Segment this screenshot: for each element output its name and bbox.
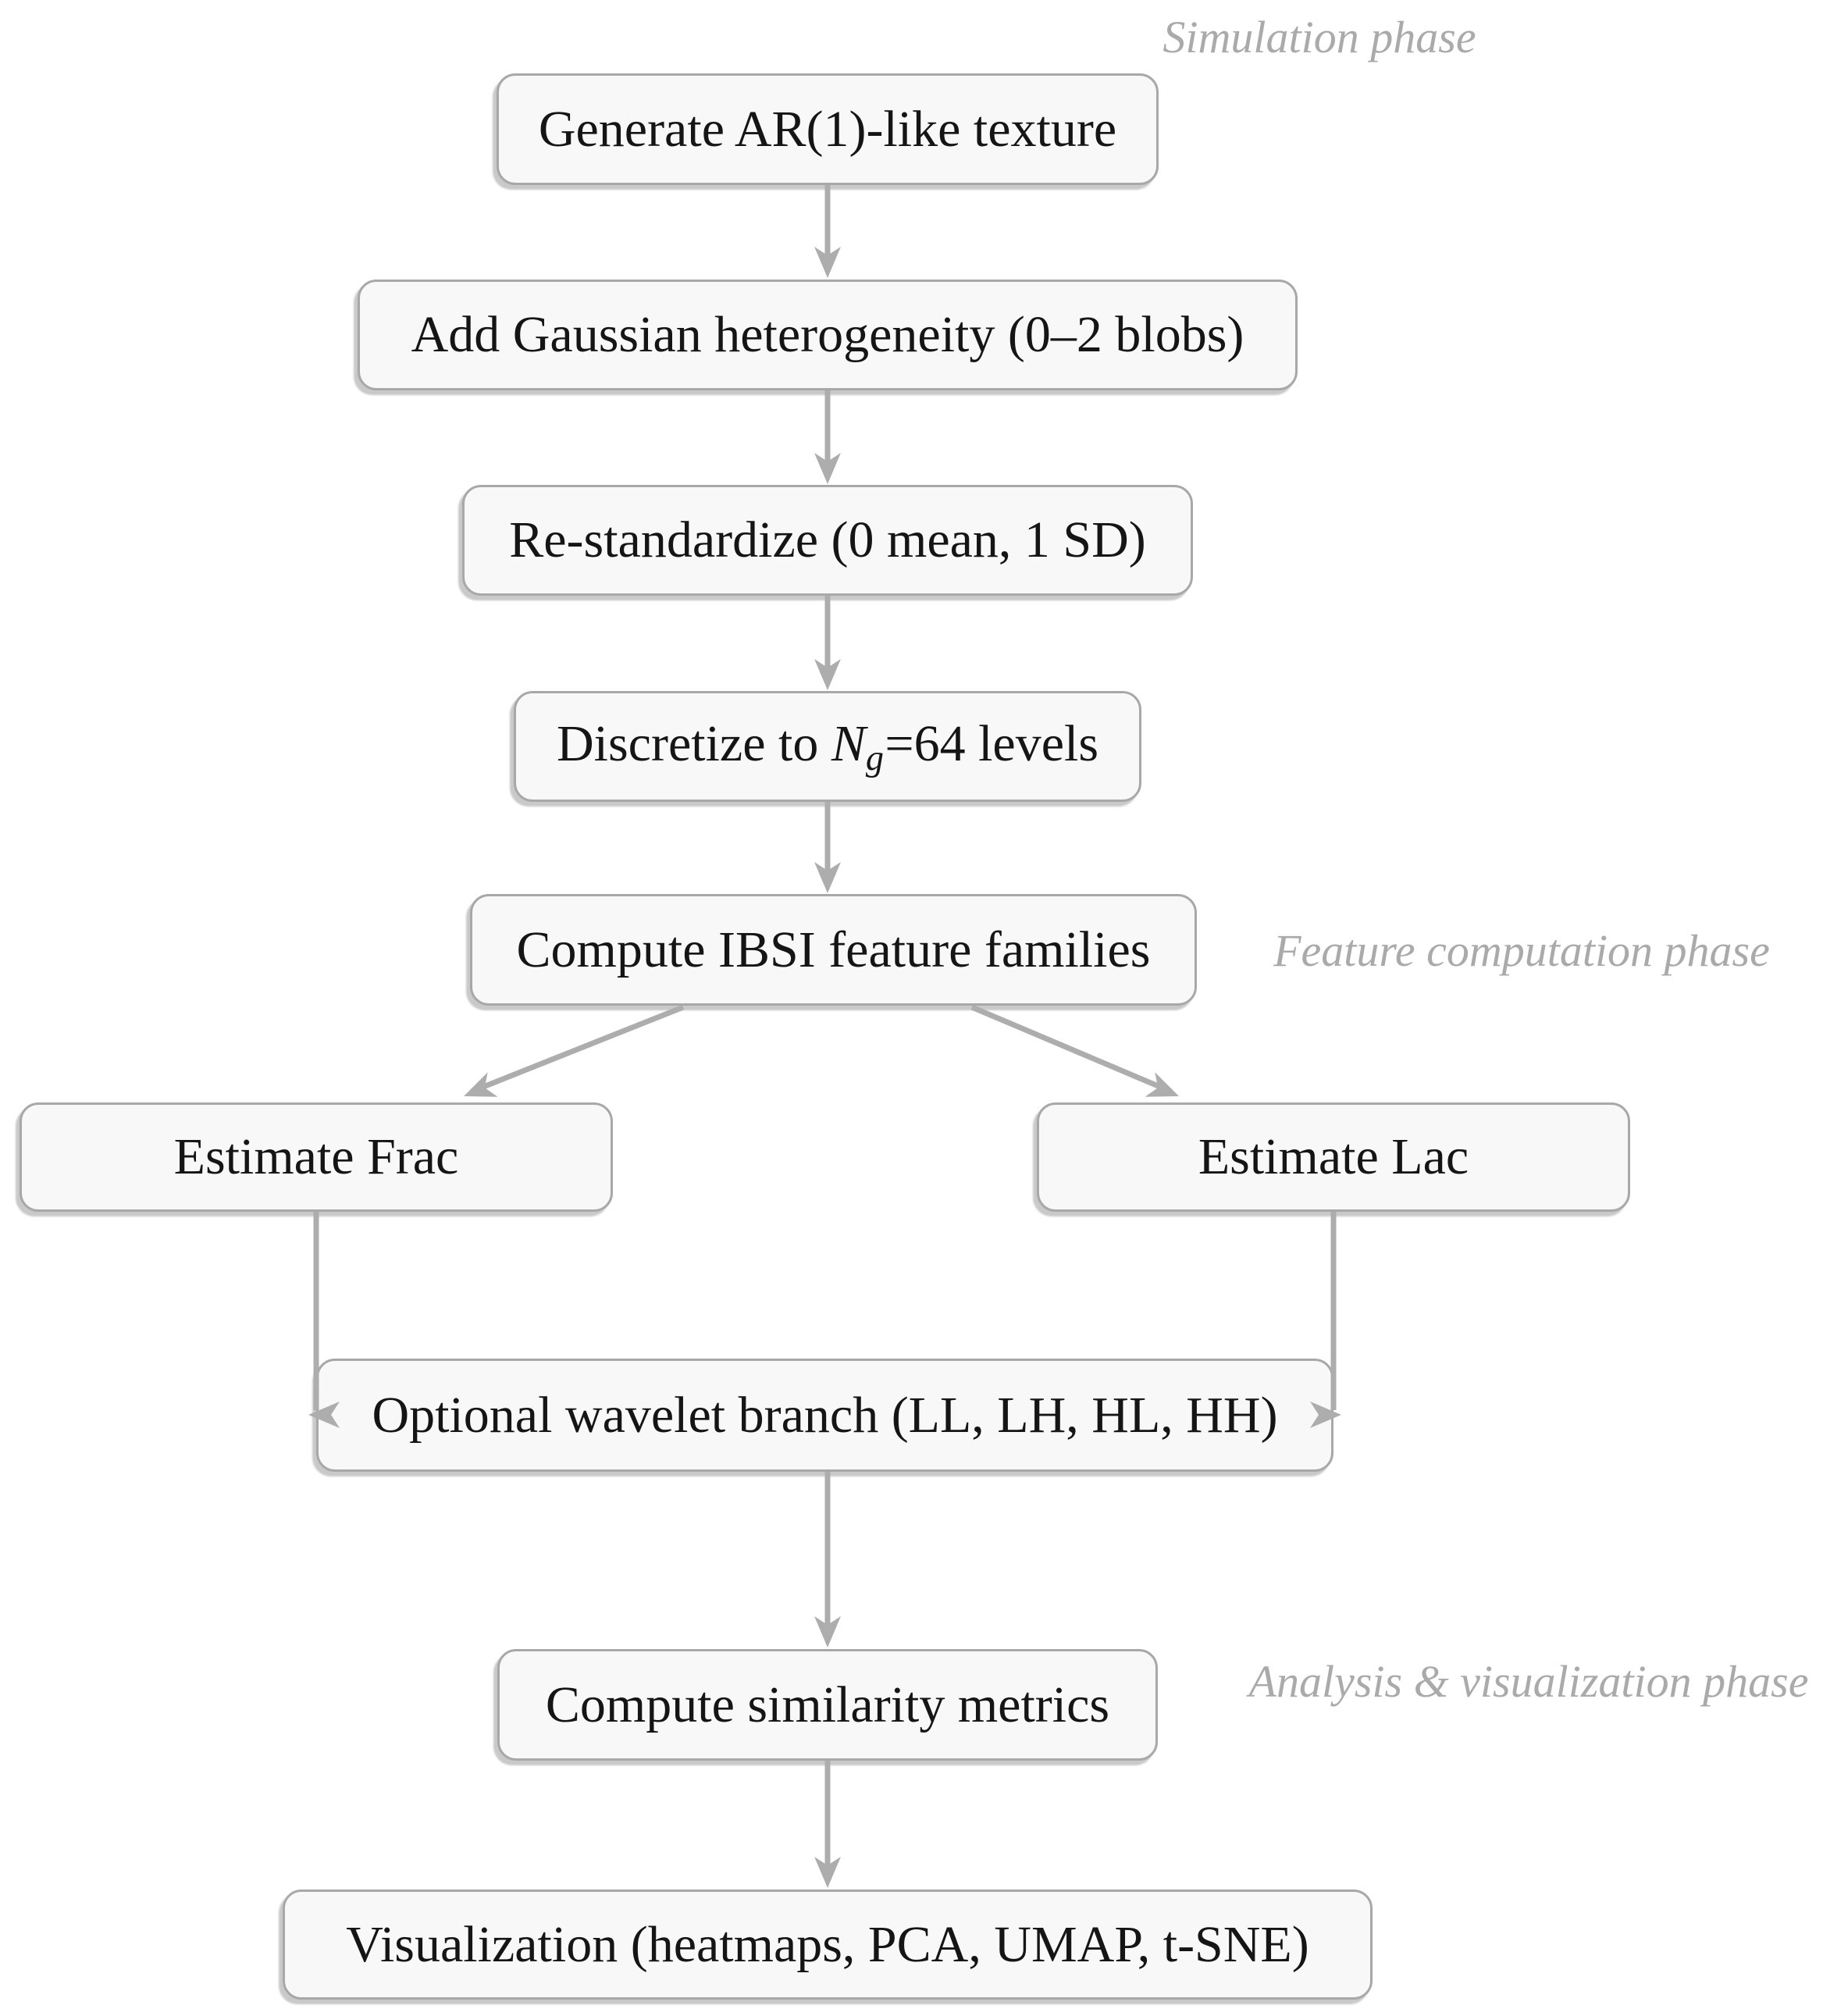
arrowhead-discretize-to-ibsi — [814, 862, 841, 893]
node-estimate-frac: Estimate Frac — [20, 1102, 613, 1212]
node-compute-similarity-metrics-label: Compute similarity metrics — [545, 1676, 1110, 1733]
arrowhead-restandardize-to-discretize — [814, 659, 841, 690]
node-add-gaussian-heterogeneity: Add Gaussian heterogeneity (0–2 blobs) — [358, 280, 1298, 390]
node-optional-wavelet-branch-label: Optional wavelet branch (LL, LH, HL, HH) — [372, 1386, 1278, 1444]
phase-label-feature-computation: Feature computation phase — [1273, 925, 1770, 976]
node-add-gaussian-heterogeneity-label: Add Gaussian heterogeneity (0–2 blobs) — [411, 306, 1244, 363]
node-discretize-label: Discretize to Ng=64 levels — [557, 714, 1098, 779]
node-restandardize-label: Re-standardize (0 mean, 1 SD) — [509, 511, 1146, 568]
node-visualization-label: Visualization (heatmaps, PCA, UMAP, t-SN… — [346, 1915, 1309, 1973]
phase-label-analysis-visualization: Analysis & visualization phase — [1248, 1656, 1809, 1707]
node-restandardize: Re-standardize (0 mean, 1 SD) — [462, 485, 1193, 596]
edge-ibsi-to-lac — [970, 1004, 1173, 1095]
node-compute-ibsi-features-label: Compute IBSI feature families — [516, 921, 1151, 978]
node-estimate-lac: Estimate Lac — [1037, 1102, 1630, 1212]
node-visualization: Visualization (heatmaps, PCA, UMAP, t-SN… — [283, 1890, 1373, 2000]
arrowhead-add-gaussian-to-restandardize — [814, 453, 841, 484]
phase-label-simulation: Simulation phase — [1163, 12, 1476, 62]
discretize-label-suffix: =64 levels — [885, 714, 1099, 772]
discretize-label-prefix: Discretize to — [556, 714, 831, 772]
discretize-subscript-g: g — [865, 738, 884, 778]
node-estimate-frac-label: Estimate Frac — [173, 1128, 459, 1185]
node-estimate-lac-label: Estimate Lac — [1198, 1128, 1469, 1185]
arrowhead-wavelet-to-similarity — [814, 1616, 841, 1647]
discretize-variable-n: N — [831, 714, 866, 772]
node-compute-similarity-metrics: Compute similarity metrics — [497, 1649, 1158, 1761]
arrowhead-generate-to-add-gaussian — [814, 247, 841, 278]
edge-ibsi-to-frac — [470, 1004, 685, 1095]
node-generate-texture: Generate AR(1)-like texture — [497, 73, 1159, 185]
arrowhead-similarity-to-visualization — [814, 1857, 841, 1888]
node-generate-texture-label: Generate AR(1)-like texture — [538, 100, 1117, 158]
node-optional-wavelet-branch: Optional wavelet branch (LL, LH, HL, HH) — [316, 1359, 1333, 1472]
node-compute-ibsi-features: Compute IBSI feature families — [470, 894, 1197, 1006]
node-discretize: Discretize to Ng=64 levels — [514, 691, 1141, 802]
